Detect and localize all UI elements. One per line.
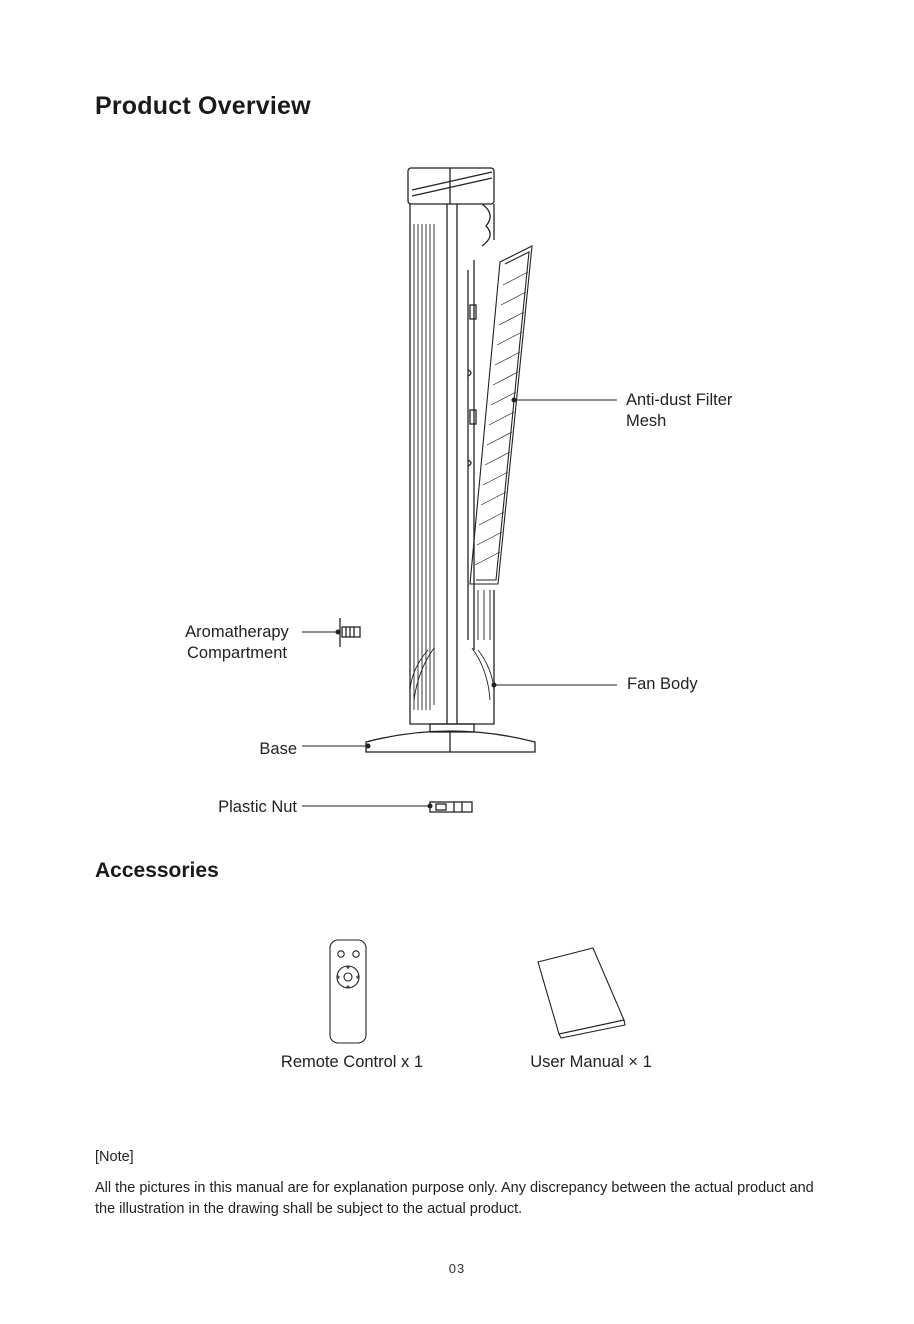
nut-part xyxy=(429,801,473,813)
label-aroma-line2: Compartment xyxy=(187,644,287,662)
label-user-manual: User Manual × 1 xyxy=(530,1053,652,1071)
accessories-heading: Accessories xyxy=(95,859,219,882)
aroma-part xyxy=(339,618,361,647)
page-number: 03 xyxy=(448,1261,466,1276)
label-fan-body: Fan Body xyxy=(627,675,698,693)
label-anti-dust-filter-mesh: Anti-dust Filter Mesh xyxy=(626,390,732,432)
label-remote-control: Remote Control x 1 xyxy=(280,1053,424,1071)
note-heading: [Note] xyxy=(95,1149,134,1165)
remote-control-icon xyxy=(329,939,367,1044)
label-filter-line2: Mesh xyxy=(626,412,667,430)
label-aroma-line1: Aromatherapy xyxy=(185,623,289,641)
label-aromatherapy-compartment: Aromatherapy Compartment xyxy=(160,622,314,664)
user-manual-icon xyxy=(537,947,626,1039)
base-shape xyxy=(365,730,536,753)
grille-lines xyxy=(413,224,435,710)
page-title: Product Overview xyxy=(95,92,311,120)
note-text: All the pictures in this manual are for … xyxy=(95,1180,814,1217)
label-filter-line1: Anti-dust Filter xyxy=(626,391,733,409)
label-plastic-nut: Plastic Nut xyxy=(218,798,297,816)
label-base: Base xyxy=(259,740,297,758)
filter-mesh xyxy=(469,245,533,585)
